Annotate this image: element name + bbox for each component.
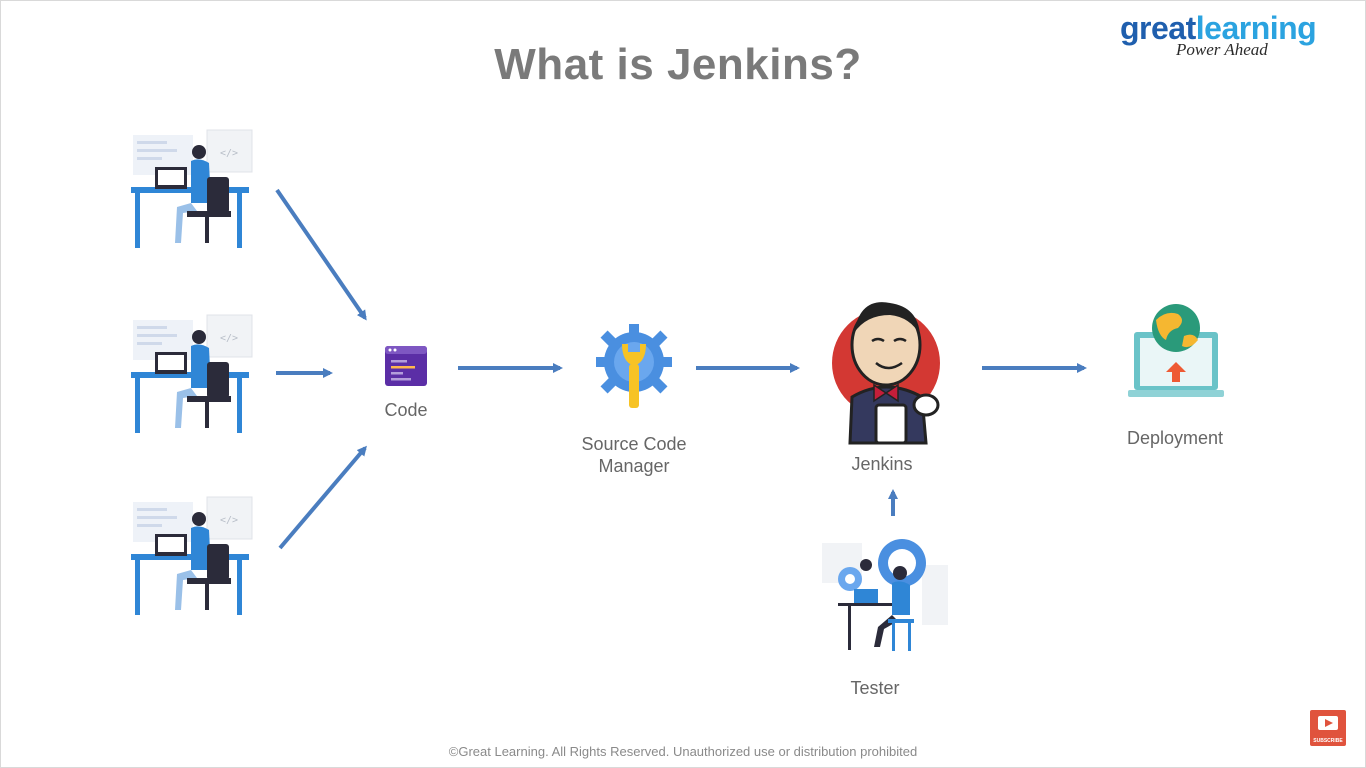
brand-name-part2: learning [1195, 10, 1317, 46]
svg-text:</>: </> [220, 333, 238, 344]
code-window-icon [385, 346, 427, 386]
scm-label: Source Code Manager [564, 433, 704, 477]
arrow-dev1-to-code [275, 188, 367, 321]
jenkins-label: Jenkins [851, 454, 913, 474]
subscribe-badge[interactable]: SUBSCRIBE [1310, 710, 1346, 746]
svg-text:</>: </> [220, 515, 238, 526]
globe-upload-laptop-icon [1128, 304, 1224, 397]
developer-illustration: </> [131, 496, 253, 615]
subscribe-text: SUBSCRIBE [1313, 738, 1343, 744]
play-subscribe-icon [1318, 716, 1338, 730]
svg-text:</>: </> [220, 148, 238, 159]
deployment-label: Deployment [1126, 428, 1224, 448]
brand-name-part1: great [1120, 10, 1196, 46]
brand-tagline: Power Ahead [1176, 40, 1268, 59]
developer-illustration: </> [131, 314, 253, 433]
developer-illustration: </> [131, 129, 253, 248]
tester-at-desk-illustration [822, 539, 948, 651]
slide-title: What is Jenkins? [494, 40, 862, 89]
scm-label-line1: Source Code [581, 434, 687, 454]
brand-name: greatlearning [1120, 10, 1345, 46]
scm-label-line2: Manager [598, 456, 670, 476]
code-label: Code [384, 400, 428, 420]
copyright-footer: ©Great Learning. All Rights Reserved. Un… [448, 744, 918, 759]
brand-logo: greatlearning Power Ahead [1120, 10, 1345, 59]
arrow-dev3-to-code [278, 445, 367, 550]
jenkins-butler-logo [832, 302, 940, 445]
gear-wrench-icon [596, 324, 672, 408]
tester-label: Tester [850, 678, 900, 698]
